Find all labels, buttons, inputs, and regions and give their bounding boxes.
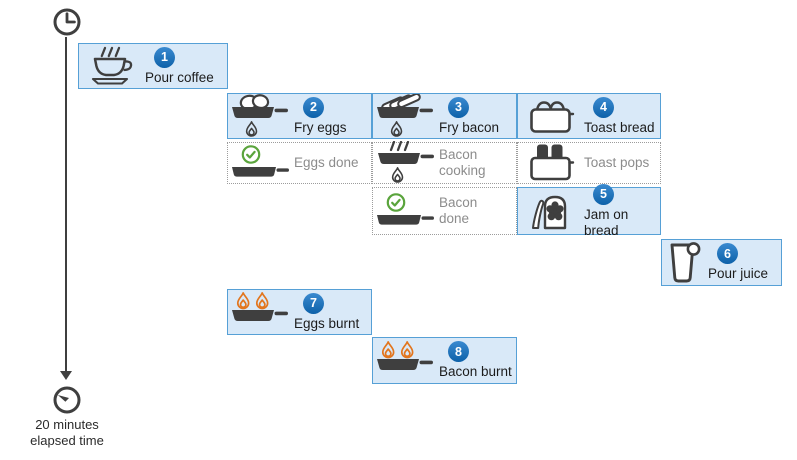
- toaster-icon: [530, 101, 575, 133]
- step-label: Eggs burnt: [294, 315, 360, 331]
- step-number-badge: 8: [448, 341, 469, 362]
- step-number-badge: 3: [448, 96, 469, 118]
- step-toast-bread: 4 Toast bread: [517, 93, 661, 139]
- bread-jam-knife-icon: [532, 195, 567, 230]
- step-label: Jam on bread: [584, 206, 629, 238]
- check-pan-icon: [232, 145, 289, 177]
- pan-eggs-flame-icon: [232, 94, 288, 137]
- pan-bacon-flame-icon: [377, 94, 433, 137]
- event-bacon-cooking: Bacon cooking: [372, 141, 517, 184]
- event-toast-pops: Toast pops: [517, 142, 661, 184]
- step-label: Pour coffee: [145, 69, 214, 85]
- stopwatch-icon: [53, 386, 81, 414]
- step-number-badge: 1: [154, 46, 175, 68]
- step-label: Pour juice: [708, 266, 769, 281]
- juice-glass-icon: [670, 241, 701, 282]
- step-label: Fry bacon: [439, 119, 500, 135]
- step-number-badge: 6: [717, 243, 738, 264]
- timeline-line: [65, 37, 68, 371]
- burnt-pan-icon: [232, 292, 288, 321]
- toaster-toast-popped-icon: [530, 144, 575, 181]
- event-label: Bacon done: [439, 195, 478, 226]
- coffee-cup-icon: [91, 46, 133, 85]
- timeline-arrowhead-icon: [60, 371, 72, 380]
- timeline-caption: 20 minutes elapsed time: [30, 417, 104, 448]
- step-pour-juice: 6 Pour juice: [661, 239, 782, 286]
- burnt-pan-icon: [377, 340, 433, 370]
- check-pan-icon: [377, 193, 434, 225]
- event-bacon-done: Bacon done: [372, 187, 517, 235]
- step-pour-coffee: 1 Pour coffee: [78, 43, 228, 89]
- step-number-badge: 2: [303, 96, 324, 118]
- step-fry-bacon: 3 Fry bacon: [372, 93, 517, 139]
- step-label: Bacon burnt: [439, 364, 512, 379]
- step-fry-eggs: 2 Fry eggs: [227, 93, 372, 139]
- event-label: Toast pops: [584, 155, 650, 170]
- event-label: Bacon cooking: [439, 147, 486, 178]
- event-label: Eggs done: [294, 155, 359, 170]
- step-label: Fry eggs: [294, 119, 347, 135]
- step-jam-on-bread: 5 Jam on bread: [517, 183, 661, 238]
- clock-icon: [53, 8, 81, 36]
- step-number-badge: 5: [593, 183, 614, 205]
- pan-steam-flame-icon: [378, 141, 434, 183]
- step-label: Toast bread: [584, 119, 655, 135]
- step-number-badge: 7: [303, 292, 324, 314]
- step-bacon-burnt: 8 Bacon burnt: [372, 337, 517, 384]
- step-number-badge: 4: [593, 96, 614, 118]
- step-eggs-burnt: 7 Eggs burnt: [227, 289, 372, 335]
- event-eggs-done: Eggs done: [227, 142, 372, 184]
